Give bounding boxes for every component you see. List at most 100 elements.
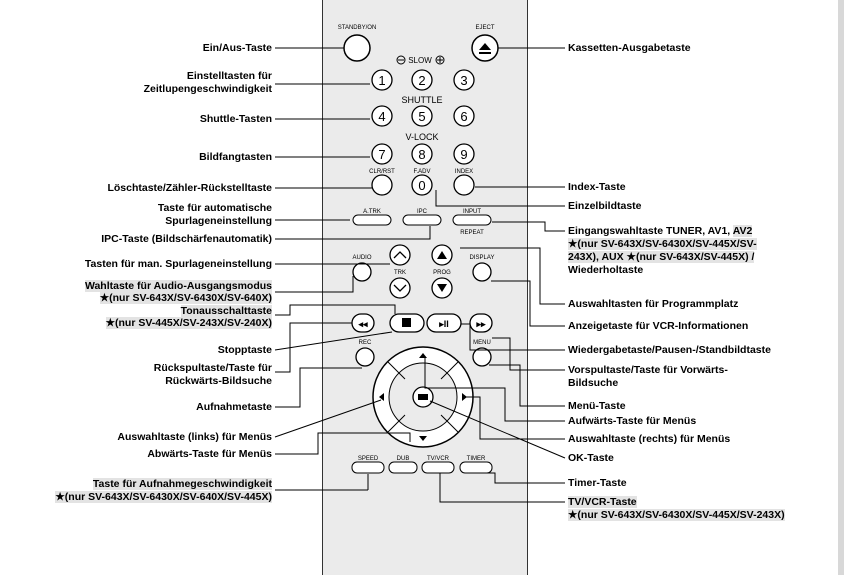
speed-button	[351, 461, 385, 474]
rec-button	[355, 347, 375, 367]
label-mute-1: Tonausschalttaste	[180, 305, 272, 317]
menu-button	[472, 347, 492, 367]
label-mute-2: ★(nur SV-445X/SV-243X/SV-240X)	[105, 317, 272, 329]
label-speed-2: ★(nur SV-643X/SV-6430X/SV-640X/SV-445X)	[55, 491, 272, 503]
label-clear: Löschtaste/Zähler-Rückstelltaste	[107, 182, 272, 194]
label-shuttle: Shuttle-Tasten	[199, 113, 272, 125]
ipc-button	[402, 214, 442, 226]
nav-down-icon	[419, 436, 427, 441]
eject-text: EJECT	[475, 25, 494, 31]
label-prog: Auswahltasten für Programmplatz	[568, 298, 739, 310]
standby-text: STANDBY/ON	[338, 25, 377, 31]
label-fadv: Einzelbildtaste	[568, 200, 642, 212]
label-slow-2: Zeitlupengeschwindigkeit	[143, 83, 272, 95]
play-pause-button	[426, 313, 462, 333]
digit-3: 3	[460, 73, 467, 88]
label-slow-1: Einstelltasten für	[186, 70, 272, 82]
digit-buttons	[371, 69, 475, 196]
digit-5: 5	[418, 109, 425, 124]
label-ipc: IPC-Taste (Bildschärfenautomatik)	[101, 233, 272, 245]
stop-icon	[402, 318, 411, 327]
fadv-text: F.ADV	[413, 169, 430, 175]
digit-4: 4	[378, 109, 385, 124]
label-play: Wiedergabetaste/Pausen-/Standbildtaste	[568, 344, 771, 356]
digit-0: 0	[418, 178, 425, 193]
ok-icon	[418, 394, 428, 400]
digit-7: 7	[378, 147, 385, 162]
label-input-2: ★(nur SV-643X/SV-6430X/SV-445X/SV-	[568, 238, 757, 250]
label-rec: Aufnahmetaste	[196, 401, 272, 413]
label-vlock: Bildfangtasten	[199, 151, 272, 163]
index-button	[453, 174, 475, 196]
label-audio-2: ★(nur SV-643X/SV-6430X/SV-640X)	[99, 292, 272, 304]
dub-button	[388, 461, 418, 474]
index-text: INDEX	[455, 169, 473, 175]
label-rewind-2: Rückwärts-Bildsuche	[165, 375, 272, 387]
label-menu-down: Abwärts-Taste für Menüs	[147, 448, 272, 460]
svg-text:▸II: ▸II	[438, 319, 449, 329]
digit-9: 9	[460, 147, 467, 162]
label-power: Ein/Aus-Taste	[202, 42, 272, 54]
label-input-4: Wiederholtaste	[568, 264, 644, 276]
digit-1: 1	[378, 73, 385, 88]
tvvcr-button	[421, 461, 455, 474]
speed-text: SPEED	[358, 456, 379, 462]
audio-button	[352, 262, 372, 282]
svg-text:◂◂: ◂◂	[357, 319, 368, 329]
clr-button	[371, 174, 393, 196]
label-display: Anzeigetaste für VCR-Informationen	[568, 320, 749, 332]
clr-text: CLR/RST	[369, 169, 395, 175]
vlock-text: V-LOCK	[405, 132, 438, 142]
label-stop: Stopptaste	[217, 344, 272, 356]
audio-text: AUDIO	[352, 255, 371, 261]
slow-text: SLOW	[408, 56, 432, 65]
label-menu-right: Auswahltaste (rechts) für Menüs	[568, 433, 731, 445]
label-menu-left: Auswahltaste (links) für Menüs	[117, 431, 272, 443]
trk-text: TRK	[394, 270, 406, 276]
label-audio-1: Wahltaste für Audio-Ausgangsmodus	[84, 280, 272, 292]
svg-text:▸▸: ▸▸	[475, 319, 486, 329]
label-atrk-1: Taste für automatische	[157, 202, 272, 214]
prog-text: PROG	[433, 270, 451, 276]
input-button	[452, 214, 492, 226]
remote-body	[322, 0, 528, 575]
shuttle-text: SHUTTLE	[401, 95, 442, 105]
digit-2: 2	[418, 73, 425, 88]
label-tvvcr-1: TV/VCR-Taste	[568, 496, 637, 508]
input-text: INPUT	[463, 209, 481, 215]
label-speed-1: Taste für Aufnahmegeschwindigkeit	[92, 478, 272, 490]
display-text: DISPLAY	[470, 255, 495, 261]
nav-left-icon	[379, 393, 384, 401]
ffwd-button	[469, 313, 493, 333]
label-ffwd-2: Bildsuche	[568, 377, 619, 389]
label-ok: OK-Taste	[568, 452, 614, 464]
label-menu-up: Aufwärts-Taste für Menüs	[568, 415, 697, 427]
nav-right-icon	[462, 393, 467, 401]
standby-button	[343, 34, 371, 62]
tvvcr-text: TV/VCR	[427, 456, 450, 462]
digit-6: 6	[460, 109, 467, 124]
repeat-text: REPEAT	[460, 230, 484, 236]
label-timer: Timer-Taste	[568, 477, 627, 489]
timer-button	[459, 461, 493, 474]
display-button	[472, 262, 492, 282]
label-ffwd-1: Vorspultaste/Taste für Vorwärts-	[568, 364, 728, 376]
eject-icon	[479, 43, 491, 50]
label-eject: Kassetten-Ausgabetaste	[568, 42, 691, 54]
atrk-text: A.TRK	[363, 209, 381, 215]
label-rewind-1: Rückspultaste/Taste für	[153, 362, 272, 374]
digit-8: 8	[418, 147, 425, 162]
timer-text: TIMER	[467, 456, 486, 462]
menu-text: MENU	[473, 340, 491, 346]
leader-lines	[274, 47, 566, 503]
ipc-text: IPC	[417, 209, 428, 215]
label-trk: Tasten für man. Spurlageneinstellung	[84, 258, 272, 270]
label-atrk-2: Spurlageneinstellung	[165, 215, 272, 227]
label-menu: Menü-Taste	[568, 400, 626, 412]
label-input-3: 243X), AUX ★(nur SV-643X/SV-445X) /	[568, 251, 755, 263]
label-index: Index-Taste	[568, 181, 626, 193]
dub-text: DUB	[397, 456, 410, 462]
page-edge-bar	[838, 0, 844, 575]
